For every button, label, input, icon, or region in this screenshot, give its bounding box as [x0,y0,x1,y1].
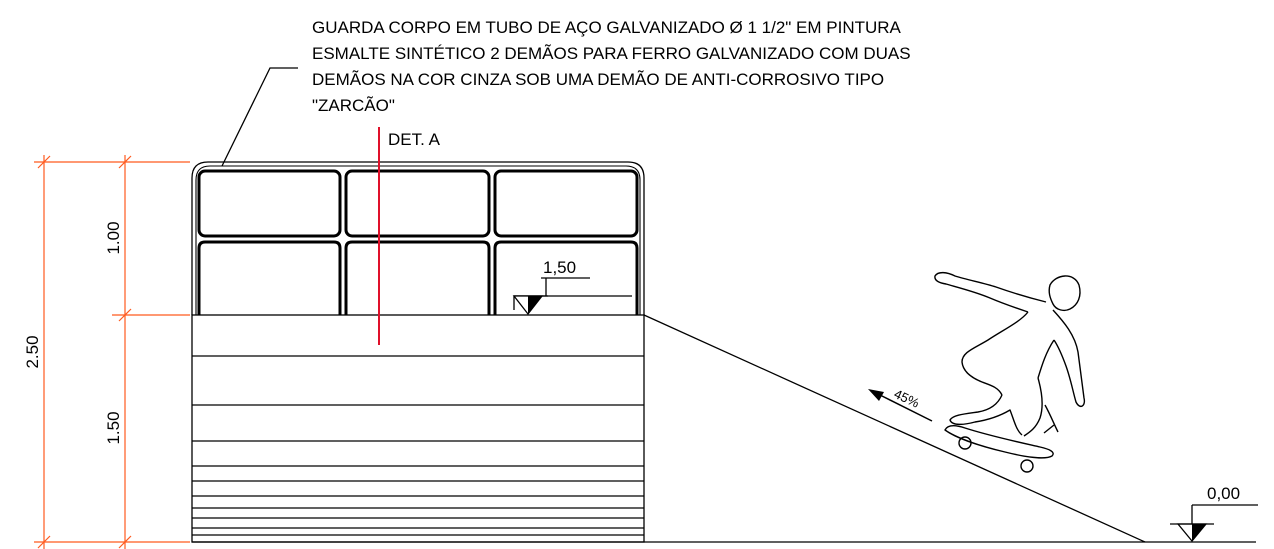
dimension-total: 2.50 [23,335,42,368]
guardrail [191,161,645,315]
skater-silhouette [934,271,1086,473]
slope-arrow [868,389,933,422]
level-ground-value: 0,00 [1207,484,1240,503]
rail-panel [493,169,639,238]
rail-panel [197,169,342,238]
level-platform-value: 1,50 [543,258,576,277]
dimension-lower: 1.50 [104,411,123,444]
platform-block [191,314,645,543]
ramp-slope-line [643,314,1146,543]
slope-label: 45% [892,386,922,411]
section-label: DET. A [388,130,441,149]
note-leader-line [221,67,298,167]
note-line-4: "ZARCÃO" [312,96,395,115]
rail-panel [197,240,342,315]
dimension-lines [34,155,190,549]
level-marker-platform [512,277,632,316]
note-line-3: DEMÃOS NA COR CINZA SOB UMA DEMÃO DE ANT… [312,70,884,89]
rail-panel [344,169,491,238]
rail-panel [344,240,491,315]
railing-specification-note: GUARDA CORPO EM TUBO DE AÇO GALVANIZADO … [312,18,911,115]
rail-panel [493,240,639,315]
note-line-2: ESMALTE SINTÉTICO 2 DEMÃOS PARA FERRO GA… [312,44,911,63]
note-line-1: GUARDA CORPO EM TUBO DE AÇO GALVANIZADO … [312,18,902,37]
level-marker-ground [1170,504,1258,543]
dimension-upper: 1.00 [104,221,123,254]
